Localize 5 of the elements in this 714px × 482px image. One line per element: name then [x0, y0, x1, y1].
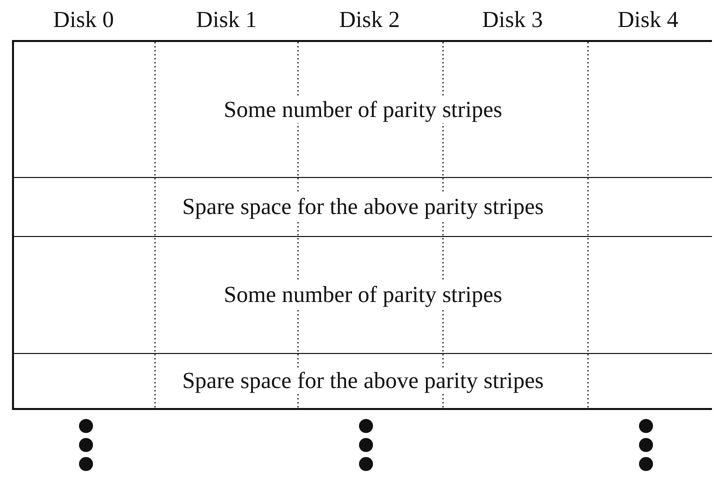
column-header: Disk 2 [339, 7, 400, 33]
column-header: Disk 4 [618, 7, 678, 33]
column-header: Disk 0 [53, 7, 114, 33]
column-header: Disk 3 [482, 7, 543, 33]
column-header: Disk 1 [196, 7, 257, 33]
